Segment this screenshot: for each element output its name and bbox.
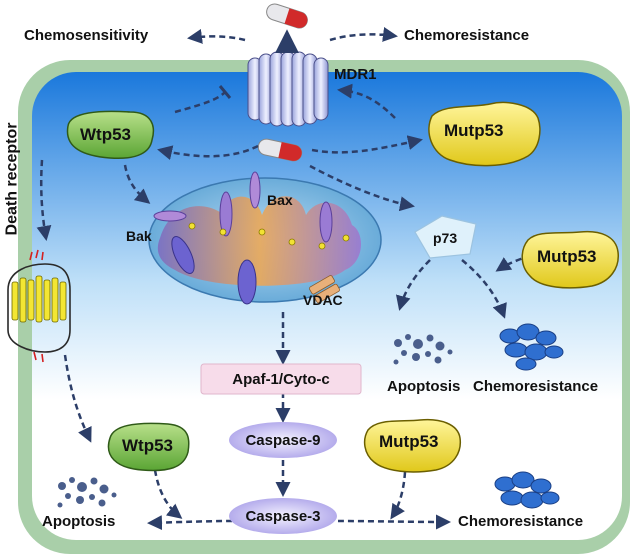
cytoplasm [32,72,622,540]
resistant-cells-icon [499,323,564,371]
mutp53-top-shape [428,101,541,167]
apaf-label: Apaf-1/Cyto-c [232,370,330,388]
mitochondrion-icon [148,171,382,305]
mutp53-top-label: Mutp53 [444,121,504,140]
p73-pentagon [414,215,477,259]
mutp53-bottom-label: Mutp53 [379,432,439,451]
mdr1-pump-icon [247,51,329,127]
wtp53-top-label: Wtp53 [80,125,131,144]
chemoresistance-mid-label: Chemoresistance [473,378,599,395]
death-receptor-label: Death receptor [3,122,21,236]
death-receptor-icon [7,249,71,363]
apoptotic-cells-icon [393,334,453,365]
mutp53-mid-shape [521,230,619,289]
caspase-3-pill [229,498,337,534]
apoptosis-mid-label: Apoptosis [387,378,461,395]
wtp53-bottom-shape [107,422,190,472]
inhibition-bar [218,85,232,99]
resistant-cells-icon [494,471,560,509]
wtp53-bottom-label: Wtp53 [122,436,173,455]
mdr1-label: MDR1 [334,66,377,83]
chemoresistance-top-label: Chemoresistance [404,27,530,44]
mutp53-mid-label: Mutp53 [537,247,597,266]
bak-label: Bak [126,228,152,244]
caspase-3-label: Caspase-3 [245,507,321,525]
bax-label: Bax [267,192,293,208]
drug-capsule-icon [257,138,303,162]
wtp53-top-shape [66,110,155,160]
chemoresistance-bottom-label: Chemoresistance [458,513,584,530]
p73-label: p73 [433,230,458,246]
drug-capsule-icon [266,3,308,29]
caspase-9-pill [229,422,337,458]
apoptosis-bottom-label: Apoptosis [42,513,116,530]
vdac-label: VDAC [303,292,343,308]
apaf-box [200,363,362,395]
apoptotic-cells-icon [57,477,117,508]
top-arrows [36,27,551,531]
mutp53-bottom-shape [363,418,462,473]
caspase-9-label: Caspase-9 [245,431,321,449]
chemosensitivity-label: Chemosensitivity [24,27,149,44]
vdac-channel [309,275,340,304]
